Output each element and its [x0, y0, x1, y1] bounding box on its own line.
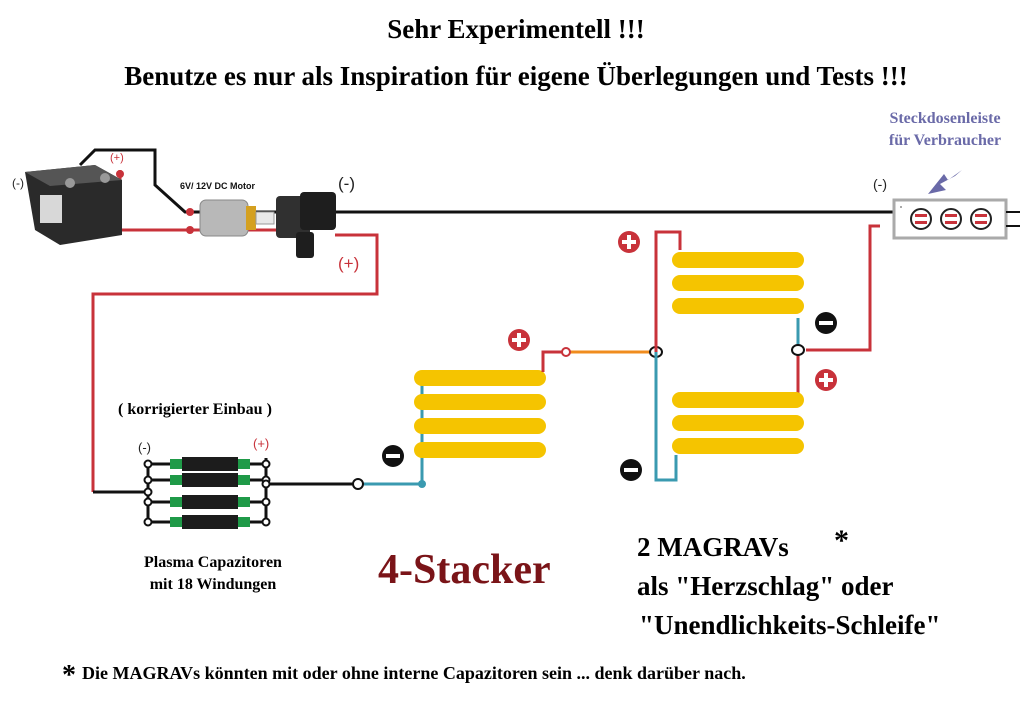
outlet-label-line1: Steckdosenleiste	[889, 110, 1001, 127]
page-title: Sehr Experimentell !!!	[387, 14, 645, 44]
battery-minus-label: (-)	[12, 176, 24, 190]
minus-symbol-icon	[620, 459, 642, 481]
capacitor-caption-line1: Plasma Capazitoren	[144, 554, 282, 571]
arrow-icon	[928, 170, 962, 194]
minus-symbol-icon	[815, 312, 837, 334]
magrav-line3: "Unendlichkeits-Schleife"	[639, 610, 941, 640]
page-subtitle: Benutze es nur als Inspiration für eigen…	[124, 61, 908, 91]
footnote-star: *	[62, 660, 76, 691]
capacitor-minus-label: (-)	[138, 440, 151, 455]
stacker-label: 4-Stacker	[378, 547, 551, 593]
outlet-label: Steckdosenleiste für Verbraucher	[860, 108, 1030, 152]
footnote-text: Die MAGRAVs könnten mit oder ohne intern…	[82, 663, 746, 683]
magrav-line1: 2 MAGRAVs	[637, 532, 789, 562]
dc-motor-icon	[186, 192, 336, 258]
magrav-loop-wire	[654, 230, 805, 482]
orange-link-wire	[561, 346, 663, 358]
outlet-polarity-label: (-)	[873, 176, 887, 192]
outlet-label-line2: für Verbraucher	[888, 132, 1002, 149]
plus-symbol-icon	[815, 369, 837, 391]
magrav-description: 2 MAGRAVs als "Herzschlag" oder "Unendli…	[637, 528, 940, 645]
magrav-line2: als "Herzschlag" oder	[637, 571, 894, 601]
capacitor-caption-line2: mit 18 Windungen	[149, 576, 277, 593]
capacitor-caption: Plasma Capazitoren mit 18 Windungen	[118, 552, 308, 596]
capacitor-icon	[143, 457, 355, 529]
coil-icon	[672, 392, 804, 454]
minus-symbol-icon	[382, 445, 404, 467]
battery-plus-label: (+)	[110, 152, 124, 164]
plus-symbol-icon	[508, 329, 530, 351]
coil-icon	[414, 350, 566, 462]
outlet-return-wire	[806, 224, 880, 352]
battery-icon	[25, 165, 124, 245]
stacker-negative-wire	[352, 462, 426, 490]
magrav-star: *	[834, 524, 849, 557]
capacitor-plus-label: (+)	[253, 436, 270, 451]
motor-plus-label: (+)	[338, 254, 360, 273]
footnote: * Die MAGRAVs könnten mit oder ohne inter…	[62, 660, 746, 692]
power-strip-icon	[892, 198, 1020, 240]
motor-minus-label: (-)	[338, 174, 355, 193]
motor-label: 6V/ 12V DC Motor	[180, 181, 256, 191]
plus-symbol-icon	[618, 231, 640, 253]
capacitor-note: ( korrigierter Einbau )	[118, 401, 272, 418]
coil-icon	[672, 252, 804, 314]
